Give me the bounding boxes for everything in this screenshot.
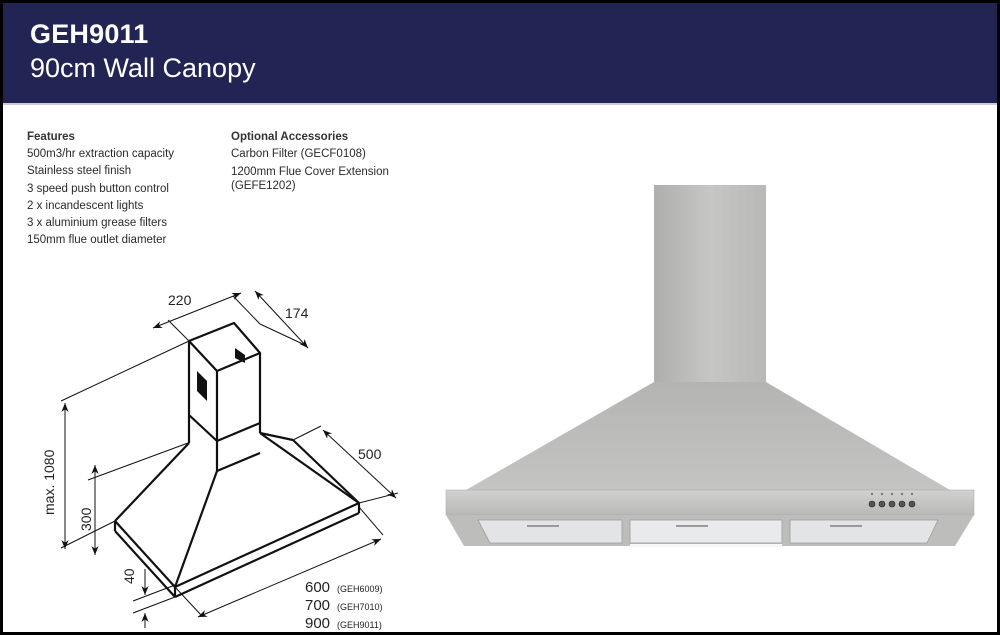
spec-sheet: GEH9011 90cm Wall Canopy Features 500m3/… [3,3,997,632]
width-600: 600 [305,579,330,596]
header-banner: GEH9011 90cm Wall Canopy [3,3,997,105]
dim-trim: 40 [121,568,137,584]
dimension-diagram: 220 174 500 max. 1080 300 40 600 (GEH600… [41,290,399,632]
control-button[interactable] [908,500,916,508]
width-900-model: (GEH9011) [337,620,382,630]
feature-item: 3 speed push button control [27,182,169,195]
accessory-item: Carbon Filter (GECF0108) [231,148,366,161]
control-button[interactable] [878,500,886,508]
control-buttons [868,500,916,508]
dim-flue-depth: 174 [285,305,309,321]
width-600-model: (GEH6009) [337,584,383,594]
feature-item: 500m3/hr extraction capacity [27,148,175,161]
product-image [445,185,975,547]
dim-depth: 500 [358,446,382,462]
control-button[interactable] [888,500,896,508]
dim-flue-width: 220 [168,292,192,308]
canopy-body [466,382,950,490]
accessories-heading: Optional Accessories [231,131,349,143]
width-900: 900 [305,615,330,632]
feature-item: 2 x incandescent lights [27,199,144,212]
features-heading: Features [27,131,75,143]
feature-item: 3 x aluminium grease filters [27,217,167,230]
product-title: 90cm Wall Canopy [30,53,256,83]
control-button[interactable] [898,500,906,508]
accessories-list: Optional Accessories Carbon Filter (GECF… [231,129,416,193]
dim-height-max: max. 1080 [41,449,57,515]
front-trim [445,489,975,516]
dim-canopy-height: 300 [78,507,94,531]
model-number: GEH9011 [30,19,149,49]
flue-cover [654,185,766,385]
width-700-model: (GEH7010) [337,602,383,612]
feature-item: Stainless steel finish [27,165,132,178]
control-button[interactable] [868,500,876,508]
width-700: 700 [305,597,330,614]
accessory-item: 1200mm Flue Cover Extension (GEFE1202) [231,166,389,193]
features-list: Features 500m3/hr extraction capacity St… [27,129,174,249]
feature-item: 150mm flue outlet diameter [27,234,167,247]
